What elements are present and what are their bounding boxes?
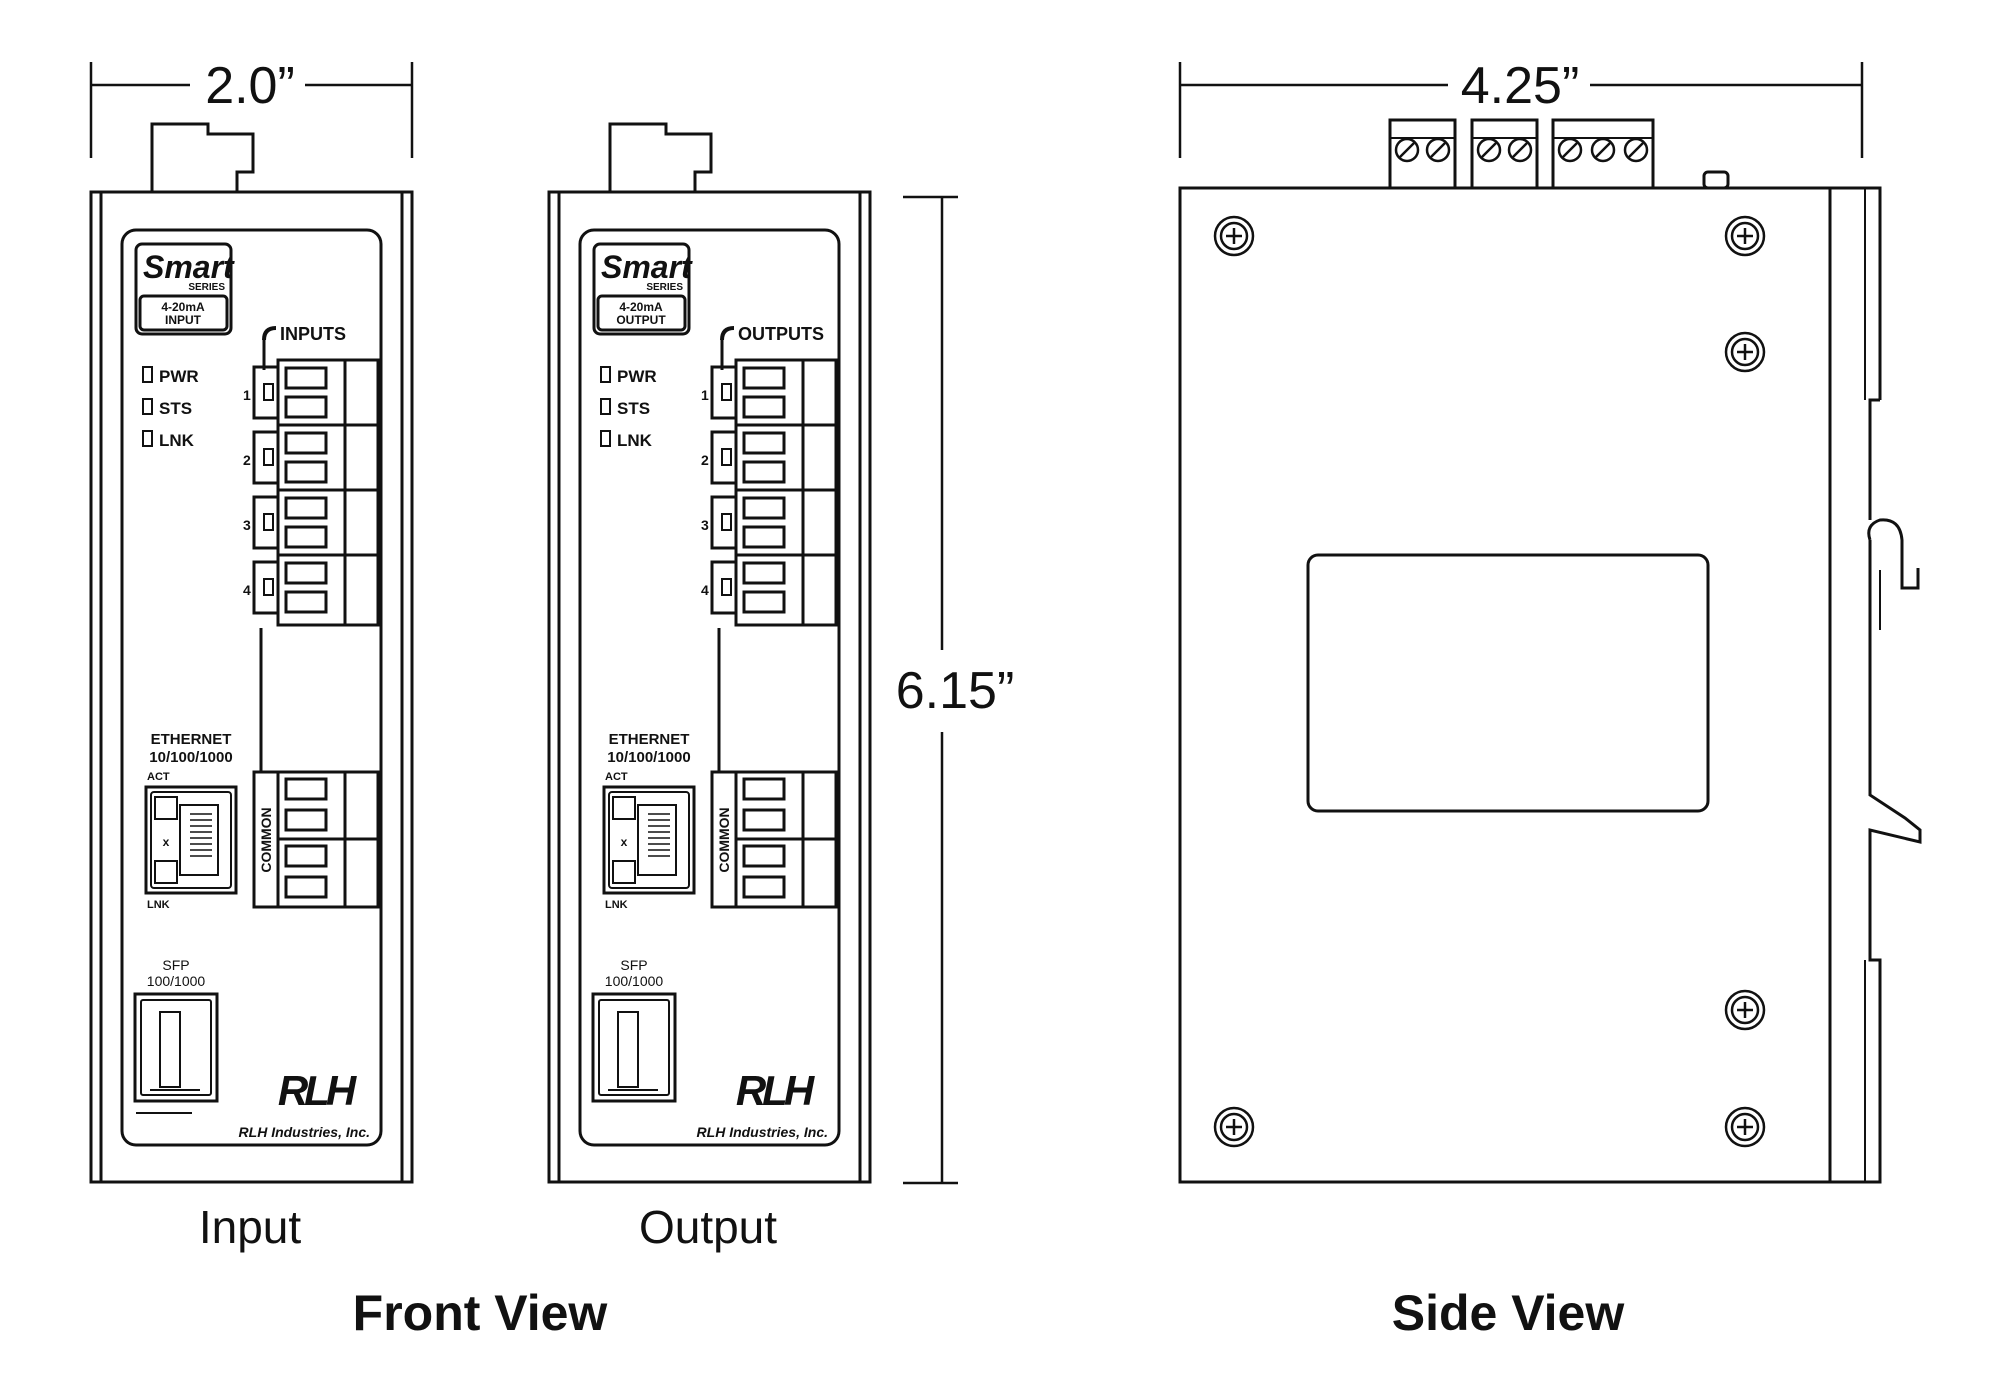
side-panel-screws (1213, 215, 1766, 1148)
common-label: COMMON (716, 807, 732, 872)
led-lnk-label: LNK (617, 431, 653, 450)
screw-icon (1724, 1106, 1766, 1148)
channel-4-label: 4 (243, 582, 251, 598)
front-panel-output-text: Smart SERIES 4-20mA OUTPUT OUTPUTS PWR S… (601, 249, 828, 1140)
input-badge-line2: INPUT (165, 313, 202, 327)
channel-3-label: 3 (701, 517, 709, 533)
side-width-dimension (1178, 62, 1864, 158)
led-sts-label: STS (159, 399, 192, 418)
screw-icon (1724, 989, 1766, 1031)
brand-logo: Smart (143, 249, 235, 285)
front-view-heading: Front View (353, 1285, 608, 1341)
x-mark: x (163, 835, 170, 849)
ethernet-title: ETHERNET (151, 731, 232, 748)
brand-series: SERIES (646, 282, 683, 293)
channel-2-label: 2 (243, 452, 251, 468)
input-terminal-header: INPUTS (280, 324, 346, 344)
sfp-title: SFP (620, 957, 647, 973)
output-badge-line1: 4-20mA (619, 300, 663, 314)
common-label: COMMON (258, 807, 274, 872)
side-view-heading: Side View (1392, 1285, 1625, 1341)
input-caption: Input (199, 1201, 302, 1253)
front-panel-input-text: Smart SERIES 4-20mA INPUT INPUTS PWR STS… (143, 249, 370, 1140)
act-label: ACT (605, 771, 628, 783)
sfp-title: SFP (162, 957, 189, 973)
led-pwr-label: PWR (617, 367, 657, 386)
brand-series: SERIES (188, 282, 225, 293)
rlh-logo: RLH (736, 1067, 816, 1114)
lnk-label: LNK (605, 899, 628, 911)
screw-icon (1213, 215, 1255, 257)
led-pwr-label: PWR (159, 367, 199, 386)
front-panel-input (89, 122, 414, 1184)
screw-icon (1724, 215, 1766, 257)
output-badge-line2: OUTPUT (616, 313, 666, 327)
output-caption: Output (639, 1201, 777, 1253)
channel-1-label: 1 (701, 387, 709, 403)
channel-4-label: 4 (701, 582, 709, 598)
height-dimension (903, 195, 958, 1185)
side-terminal-screws (1394, 137, 1649, 163)
act-label: ACT (147, 771, 170, 783)
channel-3-label: 3 (243, 517, 251, 533)
led-lnk-label: LNK (159, 431, 195, 450)
rlh-logo: RLH (278, 1067, 358, 1114)
brand-logo: Smart (601, 249, 693, 285)
side-width-label: 4.25” (1461, 57, 1580, 115)
screw-icon (1724, 331, 1766, 373)
output-terminal-header: OUTPUTS (738, 324, 824, 344)
channel-1-label: 1 (243, 387, 251, 403)
ethernet-title: ETHERNET (609, 731, 690, 748)
front-panel-output (547, 122, 872, 1184)
screw-icon (1213, 1106, 1255, 1148)
front-width-dimension (89, 62, 414, 158)
front-width-label: 2.0” (205, 57, 295, 115)
height-label: 6.15” (896, 662, 1015, 720)
sfp-speed: 100/1000 (605, 973, 664, 989)
input-badge-line1: 4-20mA (161, 300, 205, 314)
sfp-speed: 100/1000 (147, 973, 206, 989)
side-view (1178, 118, 1922, 1184)
led-sts-label: STS (617, 399, 650, 418)
x-mark: x (621, 835, 628, 849)
lnk-label: LNK (147, 899, 170, 911)
ethernet-speed: 10/100/1000 (607, 749, 690, 766)
ethernet-speed: 10/100/1000 (149, 749, 232, 766)
channel-2-label: 2 (701, 452, 709, 468)
company-name: RLH Industries, Inc. (239, 1124, 370, 1140)
company-name: RLH Industries, Inc. (697, 1124, 828, 1140)
